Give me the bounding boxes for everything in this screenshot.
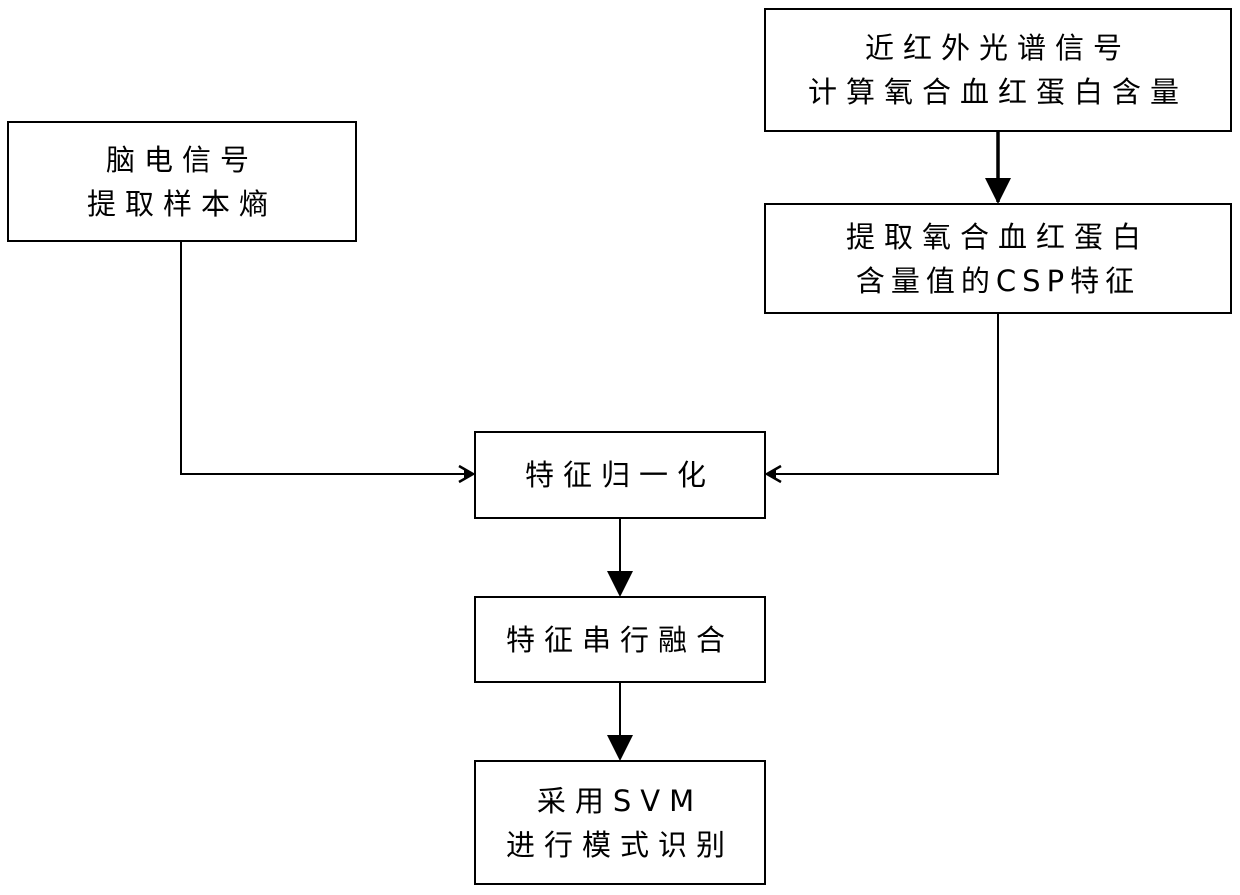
node-svm-line2: 进行模式识别 [506, 823, 734, 867]
node-csp-feature: 提取氧合血红蛋白 含量值的CSP特征 [764, 203, 1232, 314]
node-eeg-line2: 提取样本熵 [87, 182, 277, 226]
node-csp-line1: 提取氧合血红蛋白 [846, 215, 1150, 259]
node-nirs-line1: 近红外光谱信号 [865, 26, 1131, 70]
arrow-csp-to-normalize [767, 314, 998, 474]
arrow-eeg-to-normalize [181, 242, 473, 474]
node-feature-serial-fusion: 特征串行融合 [474, 596, 766, 683]
node-nirs-line2: 计算氧合血红蛋白含量 [808, 70, 1188, 114]
node-svm-classification: 采用SVM 进行模式识别 [474, 760, 766, 885]
node-eeg-line1: 脑电信号 [106, 138, 258, 182]
node-nirs-oxyhemoglobin: 近红外光谱信号 计算氧合血红蛋白含量 [764, 8, 1232, 132]
node-normalize-line1: 特征归一化 [525, 453, 715, 497]
node-feature-normalization: 特征归一化 [474, 431, 766, 519]
node-eeg-sample-entropy: 脑电信号 提取样本熵 [7, 121, 357, 242]
node-svm-line1: 采用SVM [537, 779, 703, 823]
node-csp-line2: 含量值的CSP特征 [856, 259, 1140, 303]
node-fusion-line1: 特征串行融合 [506, 618, 734, 662]
